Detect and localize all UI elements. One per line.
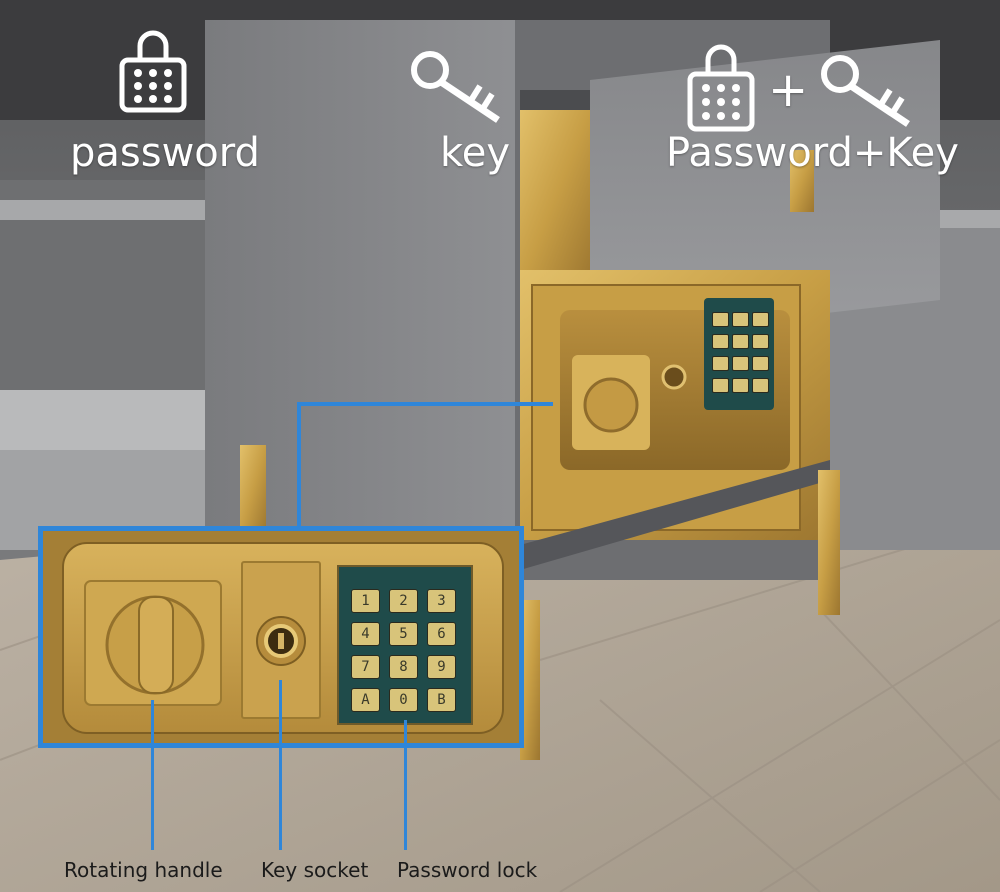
safe-keypad-key-6 xyxy=(752,334,769,349)
safe-keypad-small xyxy=(704,298,774,410)
safe-keypad-key-2 xyxy=(732,312,749,327)
rotating-handle-icon xyxy=(105,595,205,695)
keypad-key-9[interactable]: 9 xyxy=(427,655,456,679)
safe-keypad-key-0 xyxy=(732,378,749,393)
safe-keypad-key-9 xyxy=(752,356,769,371)
callout-line-lock xyxy=(404,720,407,850)
mode-label-password: password xyxy=(70,130,260,176)
keypad-key-A[interactable]: A xyxy=(351,688,380,712)
keypad-key-7[interactable]: 7 xyxy=(351,655,380,679)
keypad-key-4[interactable]: 4 xyxy=(351,622,380,646)
keypad-key-0[interactable]: 0 xyxy=(389,688,418,712)
safe-keypad-key-B xyxy=(752,378,769,393)
keypad-key-3[interactable]: 3 xyxy=(427,589,456,613)
safe-keypad-key-7 xyxy=(712,356,729,371)
safe-keypad-key-3 xyxy=(752,312,769,327)
padlock-keypad-icon xyxy=(119,30,187,113)
keypad-key-5[interactable]: 5 xyxy=(389,622,418,646)
callout-line-handle xyxy=(151,700,154,850)
keypad-key-6[interactable]: 6 xyxy=(427,622,456,646)
mode-label-key: key xyxy=(440,130,511,176)
mode-label-password-key: Password+Key xyxy=(666,130,959,176)
callout-key-socket: Key socket xyxy=(261,858,369,882)
callout-rotating-handle: Rotating handle xyxy=(64,858,223,882)
keypad-key-2[interactable]: 2 xyxy=(389,589,418,613)
padlock-keypad-icon-combo xyxy=(687,44,755,132)
keypad-key-8[interactable]: 8 xyxy=(389,655,418,679)
safe-keypad-key-4 xyxy=(712,334,729,349)
keypad-key-1[interactable]: 1 xyxy=(351,589,380,613)
connector-line-vertical xyxy=(297,402,301,530)
plus-sign: + xyxy=(768,62,809,118)
callout-line-socket xyxy=(279,680,282,850)
key-icon-combo xyxy=(821,55,910,127)
key-socket-icon xyxy=(256,616,306,666)
callout-password-lock: Password lock xyxy=(397,858,538,882)
key-icon xyxy=(411,51,500,123)
connector-line-horizontal xyxy=(298,402,553,406)
safe-keypad-key-5 xyxy=(732,334,749,349)
safe-keypad-key-1 xyxy=(712,312,729,327)
keypad-key-B[interactable]: B xyxy=(427,688,456,712)
safe-keypad-key-8 xyxy=(732,356,749,371)
safe-keypad-key-A xyxy=(712,378,729,393)
